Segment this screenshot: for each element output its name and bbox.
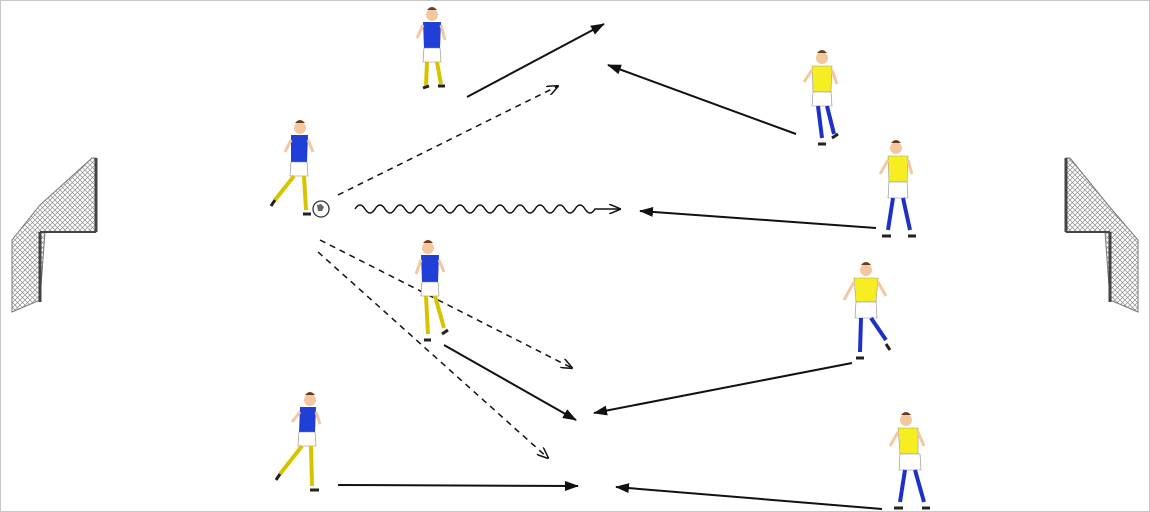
pass-arrow-low <box>317 251 548 458</box>
pass-arrows <box>317 86 572 458</box>
run-arrow-bottom-blue <box>337 480 579 491</box>
run-arrow-top-yellow <box>607 64 797 135</box>
dribble-arrow <box>354 205 620 213</box>
run-arrow-mid-blue <box>443 344 577 421</box>
yellow-player-1-icon <box>802 50 839 146</box>
run-arrow-top-blue <box>466 23 605 98</box>
blue-player-3-icon <box>414 240 449 342</box>
pass-arrow-top <box>337 86 558 196</box>
blue-player-2-icon <box>269 120 315 216</box>
goal-left-icon <box>11 157 98 313</box>
pass-arrow-mid <box>319 239 572 368</box>
yellow-player-2-icon <box>878 140 916 238</box>
soccer-ball-icon <box>312 200 330 218</box>
run-arrow-mid-yellow <box>639 206 877 229</box>
movement-arrows <box>337 23 883 510</box>
goal-right-icon <box>1064 157 1139 313</box>
blue-player-4-icon <box>274 392 322 492</box>
run-arrow-bottom-yellow <box>615 483 883 510</box>
run-arrow-lowmid-yellow <box>593 362 853 416</box>
yellow-player-3-icon <box>842 262 892 360</box>
blue-player-1-icon <box>415 7 447 90</box>
yellow-player-4-icon <box>888 412 930 510</box>
